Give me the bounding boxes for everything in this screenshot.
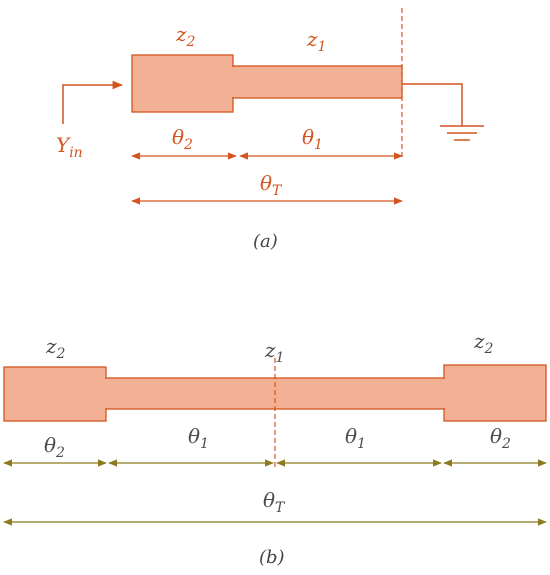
caption-b: (b) [259, 547, 285, 568]
label-z1-a: z1 [306, 27, 326, 55]
section-z1 [232, 65, 403, 99]
label-thetaT-b: θT [263, 488, 286, 516]
diagram-b: z2 z1 z2 θ2 θ1 θ1 θ2 θT (b) [3, 329, 547, 568]
label-thetaT-a: θT [260, 171, 283, 199]
label-yin: Yin [56, 133, 83, 161]
label-theta2-a: θ2 [172, 125, 193, 153]
caption-a: (a) [253, 231, 278, 252]
label-theta1-a: θ1 [302, 125, 323, 153]
label-theta1-right-b: θ1 [345, 424, 366, 452]
label-z2-a: z2 [175, 22, 196, 50]
label-theta2-left-b: θ2 [44, 433, 65, 461]
section-z2-right [443, 364, 547, 422]
diagram-a: z2 z1 Yin θ2 θ1 θT (a) [56, 8, 484, 252]
section-z2 [131, 54, 234, 113]
label-z1-b: z1 [264, 338, 284, 366]
ground-icon [402, 83, 484, 141]
section-z2-left [3, 366, 107, 422]
label-theta1-left-b: θ1 [188, 424, 209, 452]
label-z2-right-b: z2 [473, 329, 494, 357]
label-z2-left-b: z2 [45, 334, 66, 362]
input-arrow [62, 80, 124, 124]
label-theta2-right-b: θ2 [490, 424, 511, 452]
